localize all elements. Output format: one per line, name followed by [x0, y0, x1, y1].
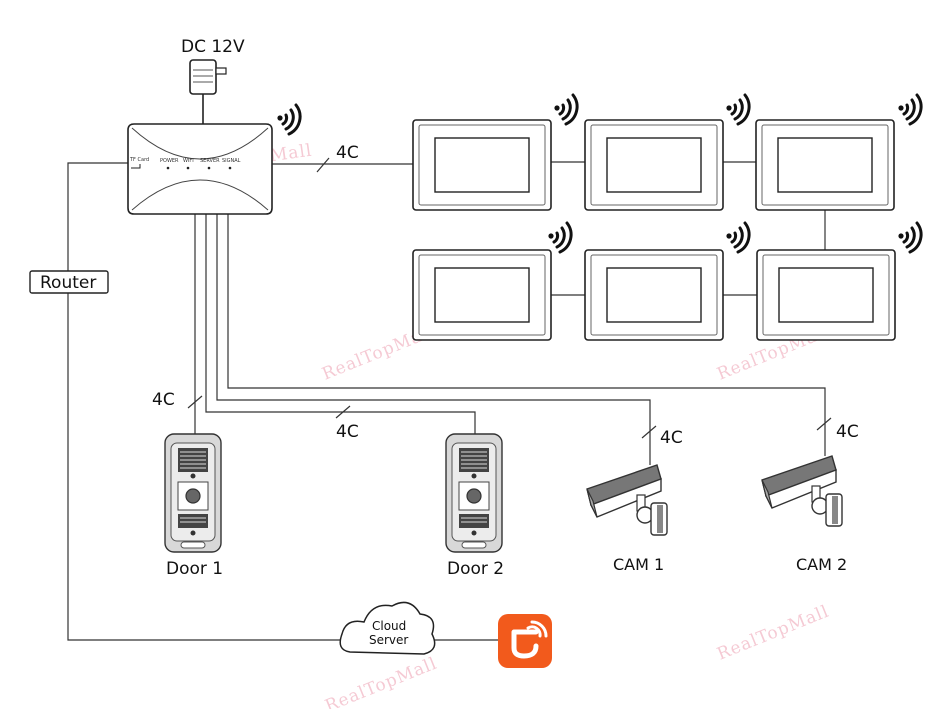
monitor-5 — [584, 249, 724, 341]
monitor-2 — [584, 119, 724, 211]
monitor-6 — [756, 249, 896, 341]
hub-device — [127, 123, 273, 215]
wifi-icon — [552, 93, 579, 126]
wifi-icon — [275, 103, 302, 136]
cloud-server — [339, 601, 436, 655]
cam-1-label: CAM 1 — [613, 555, 664, 574]
power-label: DC 12V — [181, 37, 245, 57]
monitor-4 — [412, 249, 552, 341]
door-1-device — [164, 433, 222, 553]
cable-label-door1: 4C — [152, 390, 175, 410]
cam-1-device — [586, 464, 668, 536]
door-2-device — [445, 433, 503, 553]
cable-label-cam1: 4C — [660, 428, 683, 448]
cam-2-label: CAM 2 — [796, 555, 847, 574]
hub-port-signal: SIGNAL — [222, 158, 241, 164]
power-adapter — [189, 59, 227, 95]
hub-port-wifi: WIFI — [183, 158, 194, 164]
cloud-label-line1: Cloud — [372, 619, 406, 633]
hub-port-server: SERVER — [200, 158, 220, 164]
hub-port-tf-card: TF Card — [129, 157, 149, 163]
wifi-icon — [896, 93, 923, 126]
door-1-label: Door 1 — [166, 559, 223, 579]
wifi-icon — [546, 221, 573, 254]
cable-ticks — [187, 157, 832, 439]
hub-port-power: POWER — [160, 158, 179, 164]
monitor-3 — [755, 119, 895, 211]
wifi-icon — [724, 93, 751, 126]
watermark: RealTopMall — [322, 654, 440, 709]
cable-label-door2: 4C — [336, 422, 359, 442]
wifi-icon — [724, 221, 751, 254]
door-2-label: Door 2 — [447, 559, 504, 579]
wiring — [67, 94, 826, 641]
tuya-app-icon — [498, 614, 552, 668]
watermark: RealTopMall — [714, 602, 832, 665]
monitor-1 — [412, 119, 552, 211]
cable-label-monitors: 4C — [336, 143, 359, 163]
router-label: Router — [40, 273, 96, 293]
cloud-label-line2: Server — [369, 633, 408, 647]
cam-2-device — [761, 455, 843, 527]
cable-label-cam2: 4C — [836, 422, 859, 442]
router — [29, 270, 109, 294]
wifi-icon — [896, 221, 923, 254]
